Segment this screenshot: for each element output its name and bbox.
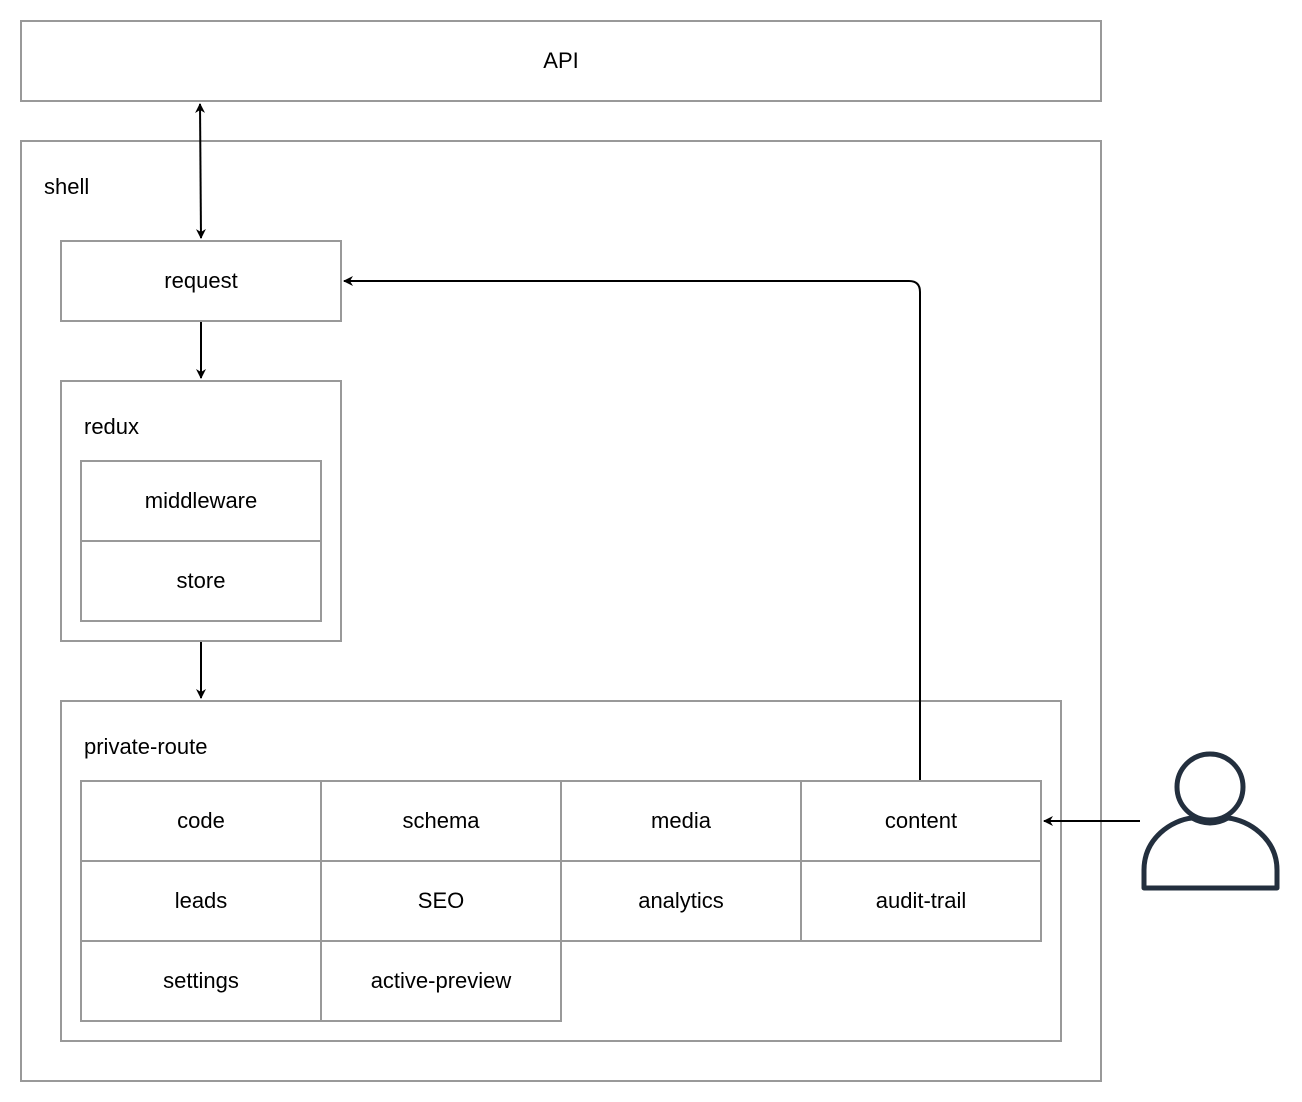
- user-icon: [1141, 751, 1280, 891]
- shell-label: shell: [44, 174, 90, 199]
- module-leads: leads: [80, 860, 322, 942]
- module-settings: settings: [80, 940, 322, 1022]
- middleware-label: middleware: [144, 488, 258, 513]
- module-analytics: analytics: [560, 860, 802, 942]
- module-content: content: [800, 780, 1042, 862]
- private-route-label: private-route: [84, 734, 208, 759]
- module-audit-trail: audit-trail: [800, 860, 1042, 942]
- middleware-box: middleware: [80, 460, 322, 542]
- store-box: store: [80, 540, 322, 622]
- api-box: API: [20, 20, 1102, 102]
- api-label: API: [543, 48, 579, 73]
- redux-label: redux: [84, 414, 140, 439]
- module-schema: schema: [320, 780, 562, 862]
- request-box: request: [60, 240, 342, 322]
- module-code: code: [80, 780, 322, 862]
- module-media: media: [560, 780, 802, 862]
- store-label: store: [176, 568, 226, 593]
- module-seo: SEO: [320, 860, 562, 942]
- module-active-preview: active-preview: [320, 940, 562, 1022]
- request-label: request: [164, 268, 238, 293]
